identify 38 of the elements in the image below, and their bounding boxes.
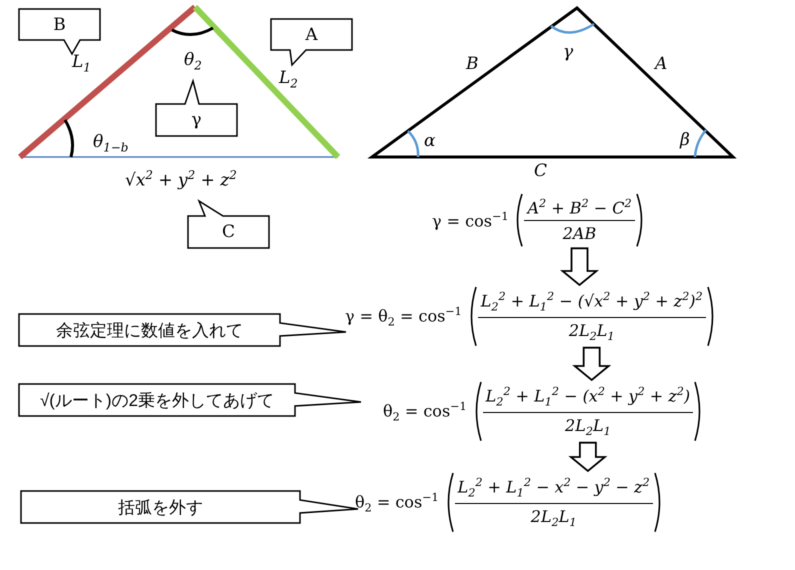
equation-text: θ$_{2}$ = cos$^{−1}$ [355,490,439,514]
math-label: L$_{2}$ [279,68,298,90]
numerator: L$_{2}$$^{2}$ + L$_{1}$$^{2}$ − x$^{2}$ − y$^{2}$ − z$^{2}$ [454,476,653,504]
math-label: L$_{1}$ [72,52,91,74]
speech-bubble [155,80,239,138]
math-label: γ [563,42,574,62]
block-arrow [560,247,600,286]
callout-text: 括弧を外す [117,496,204,518]
numerator: L$_{2}$$^{2}$ + L$_{1}$$^{2}$ − (√x$^{2}$ + y$^{2}$ + z$^{2}$)$^{2}$ [478,290,706,318]
denominator: 2AB [562,223,598,244]
math-label: θ$_{1−b}$ [93,132,128,154]
denominator: 2L$_{2}$L$_{1}$ [530,506,578,529]
callout-text: √(ルート)の2乗を外してあげて [38,390,276,412]
equation-text: γ = θ$_{2}$ = cos$^{−1}$ [345,304,462,328]
math-label: B [466,54,478,74]
math-label: √x$^{2}$ + y$^{2}$ + z$^{2}$ [125,168,237,191]
denominator: 2L$_{2}$L$_{1}$ [568,320,616,343]
speech-bubble [18,8,102,56]
math-label: θ$_{2}$ [184,50,202,72]
callout-text: 余弦定理に数値を入れて [55,320,244,342]
callout-text: C [220,221,236,244]
callout-text: B [52,14,67,36]
denominator: 2L$_{2}$L$_{1}$ [564,414,612,438]
equation-text: γ = cos$^{−1}$ [432,210,508,230]
speech-bubble [18,383,363,417]
speech-bubble [187,200,271,250]
math-label: α [424,131,436,151]
callout-text: A [304,24,319,46]
block-arrow [572,346,612,382]
block-arrow [568,442,608,472]
numerator: A$^{2}$ + B$^{2}$ − C$^{2}$ [524,197,635,222]
math-label: β [680,130,690,150]
equation-text: θ$_{2}$ = cos$^{−1}$ [383,400,467,424]
numerator: L$_{2}$$^{2}$ + L$_{1}$$^{2}$ − (x$^{2}$ + y$^{2}$ + z$^{2}$) [482,385,694,413]
math-label: A [655,54,668,74]
speech-bubble [270,18,354,66]
callout-text: γ [190,109,203,132]
math-label: C [534,161,548,181]
